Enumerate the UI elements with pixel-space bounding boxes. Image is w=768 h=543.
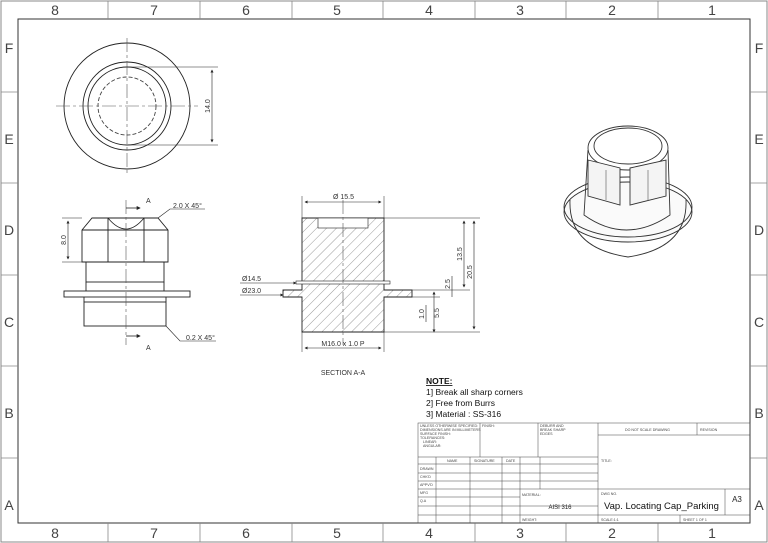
tb-row-qa: Q.A — [420, 499, 427, 503]
tb-name-hdr: NAME — [447, 459, 458, 463]
tb-do-not-scale: DO NOT SCALE DRAWING — [625, 428, 670, 432]
tb-deburr-2: BREAK SHARP — [540, 428, 566, 432]
top-view-dim-14: 14.0 — [205, 99, 212, 113]
zone-col-2-bottom: 2 — [608, 525, 616, 541]
front-view — [62, 200, 216, 345]
notes-heading: NOTE: — [426, 376, 453, 386]
front-section-letter-top: A — [146, 198, 151, 205]
tb-unless-2: DIMENSIONS ARE IN MILLIMETERS — [420, 428, 481, 432]
section-dia-14-5: Ø14.5 — [242, 276, 261, 283]
top-view — [56, 38, 218, 176]
tb-row-appvd: APPV'D — [420, 483, 433, 487]
zone-col-6: 6 — [242, 2, 250, 18]
zone-col-1: 1 — [708, 2, 716, 18]
tb-deburr-3: EDGES — [540, 432, 553, 436]
tb-unless-6: ANGULAR: — [423, 444, 441, 448]
zone-labels-top: 8 7 6 5 4 3 2 1 — [51, 2, 716, 18]
zone-row-e-right: E — [754, 131, 763, 147]
zone-col-4-bottom: 4 — [425, 525, 433, 541]
isometric-view — [563, 125, 693, 258]
section-caption: SECTION A-A — [321, 370, 366, 377]
tb-unless-5: LINEAR: — [423, 440, 437, 444]
tb-unless-1: UNLESS OTHERWISE SPECIFIED: — [420, 424, 478, 428]
tb-row-drawn: DRAWN — [420, 467, 434, 471]
zone-row-d-right: D — [754, 222, 764, 238]
front-section-letter-bottom: A — [146, 345, 151, 352]
tb-date-hdr: DATE — [506, 459, 516, 463]
zone-col-2: 2 — [608, 2, 616, 18]
section-dia-23: Ø23.0 — [242, 288, 261, 295]
section-dim-13-5: 13.5 — [457, 247, 464, 261]
zone-row-f: F — [5, 40, 14, 56]
zone-row-e: E — [4, 131, 13, 147]
front-height-label: 8.0 — [61, 235, 68, 245]
zone-col-6-bottom: 6 — [242, 525, 250, 541]
tb-finish: FINISH: — [482, 424, 495, 428]
tb-title-label: TITLE: — [601, 459, 612, 463]
zone-col-4: 4 — [425, 2, 433, 18]
tb-signature-hdr: SIGNATURE — [474, 459, 495, 463]
zone-row-b: B — [4, 405, 13, 421]
note-item-2: 2] Free from Burrs — [426, 398, 495, 408]
inner-border — [17, 18, 751, 524]
zone-row-a-right: A — [754, 497, 764, 513]
title-block-text: UNLESS OTHERWISE SPECIFIED: DIMENSIONS A… — [420, 424, 742, 522]
zone-labels-bottom: 8 7 6 5 4 3 2 1 — [51, 525, 716, 541]
zone-labels-right: F E D C B A — [754, 40, 764, 513]
tb-material-label: MATERIAL: — [522, 493, 541, 497]
zone-row-a: A — [4, 497, 14, 513]
chamfer-top-label: 2.0 X 45° — [173, 202, 202, 210]
tb-sheet-size: A3 — [732, 495, 742, 504]
zone-col-7: 7 — [150, 2, 158, 18]
section-dia-top: Ø 15.5 — [333, 194, 354, 201]
zone-col-5: 5 — [333, 2, 341, 18]
tb-weight-label: WEIGHT: — [522, 518, 537, 522]
zone-col-7-bottom: 7 — [150, 525, 158, 541]
zone-row-d: D — [4, 222, 14, 238]
tb-deburr-1: DEBURR AND — [540, 424, 564, 428]
note-item-1: 1] Break all sharp corners — [426, 387, 523, 397]
tb-sheet-number: SHEET 1 OF 1 — [683, 518, 707, 522]
zone-col-3-bottom: 3 — [516, 525, 524, 541]
title-block — [417, 422, 751, 524]
tb-scale: SCALE:1:1 — [601, 518, 619, 522]
zone-row-b-right: B — [754, 405, 763, 421]
section-view — [240, 196, 480, 352]
zone-row-f-right: F — [755, 40, 764, 56]
zone-col-8-bottom: 8 — [51, 525, 59, 541]
tb-dwg-no-label: DWG NO. — [601, 492, 617, 496]
tb-row-chkd: CHK'D — [420, 475, 431, 479]
zone-col-3: 3 — [516, 2, 524, 18]
zone-col-5-bottom: 5 — [333, 525, 341, 541]
section-dim-2-5: 2.5 — [445, 279, 452, 289]
tb-drawing-title: Vap. Locating Cap_Parking — [604, 501, 719, 512]
tb-row-mfg: MFG — [420, 491, 428, 495]
zone-col-1-bottom: 1 — [708, 525, 716, 541]
tb-material-value: AISI 316 — [548, 505, 572, 511]
zone-row-c-right: C — [754, 314, 764, 330]
tb-unless-4: TOLERANCES: — [420, 436, 445, 440]
section-dim-20-5: 20.5 — [467, 265, 474, 279]
zone-labels-left: F E D C B A — [4, 40, 14, 513]
chamfer-bottom-label: 0.2 X 45° — [186, 334, 215, 342]
note-item-3: 3] Material : SS-316 — [426, 409, 501, 419]
section-dim-1-0: 1.0 — [419, 309, 426, 319]
tb-revision: REVISION — [700, 428, 718, 432]
tb-unless-3: SURFACE FINISH: — [420, 432, 451, 436]
section-dim-5-5: 5.5 — [434, 308, 441, 318]
notes: NOTE: 1] Break all sharp corners 2] Free… — [426, 376, 523, 419]
section-thread-label: M16.0 x 1.0 P — [321, 341, 365, 348]
zone-row-c: C — [4, 314, 14, 330]
zone-col-8: 8 — [51, 2, 59, 18]
